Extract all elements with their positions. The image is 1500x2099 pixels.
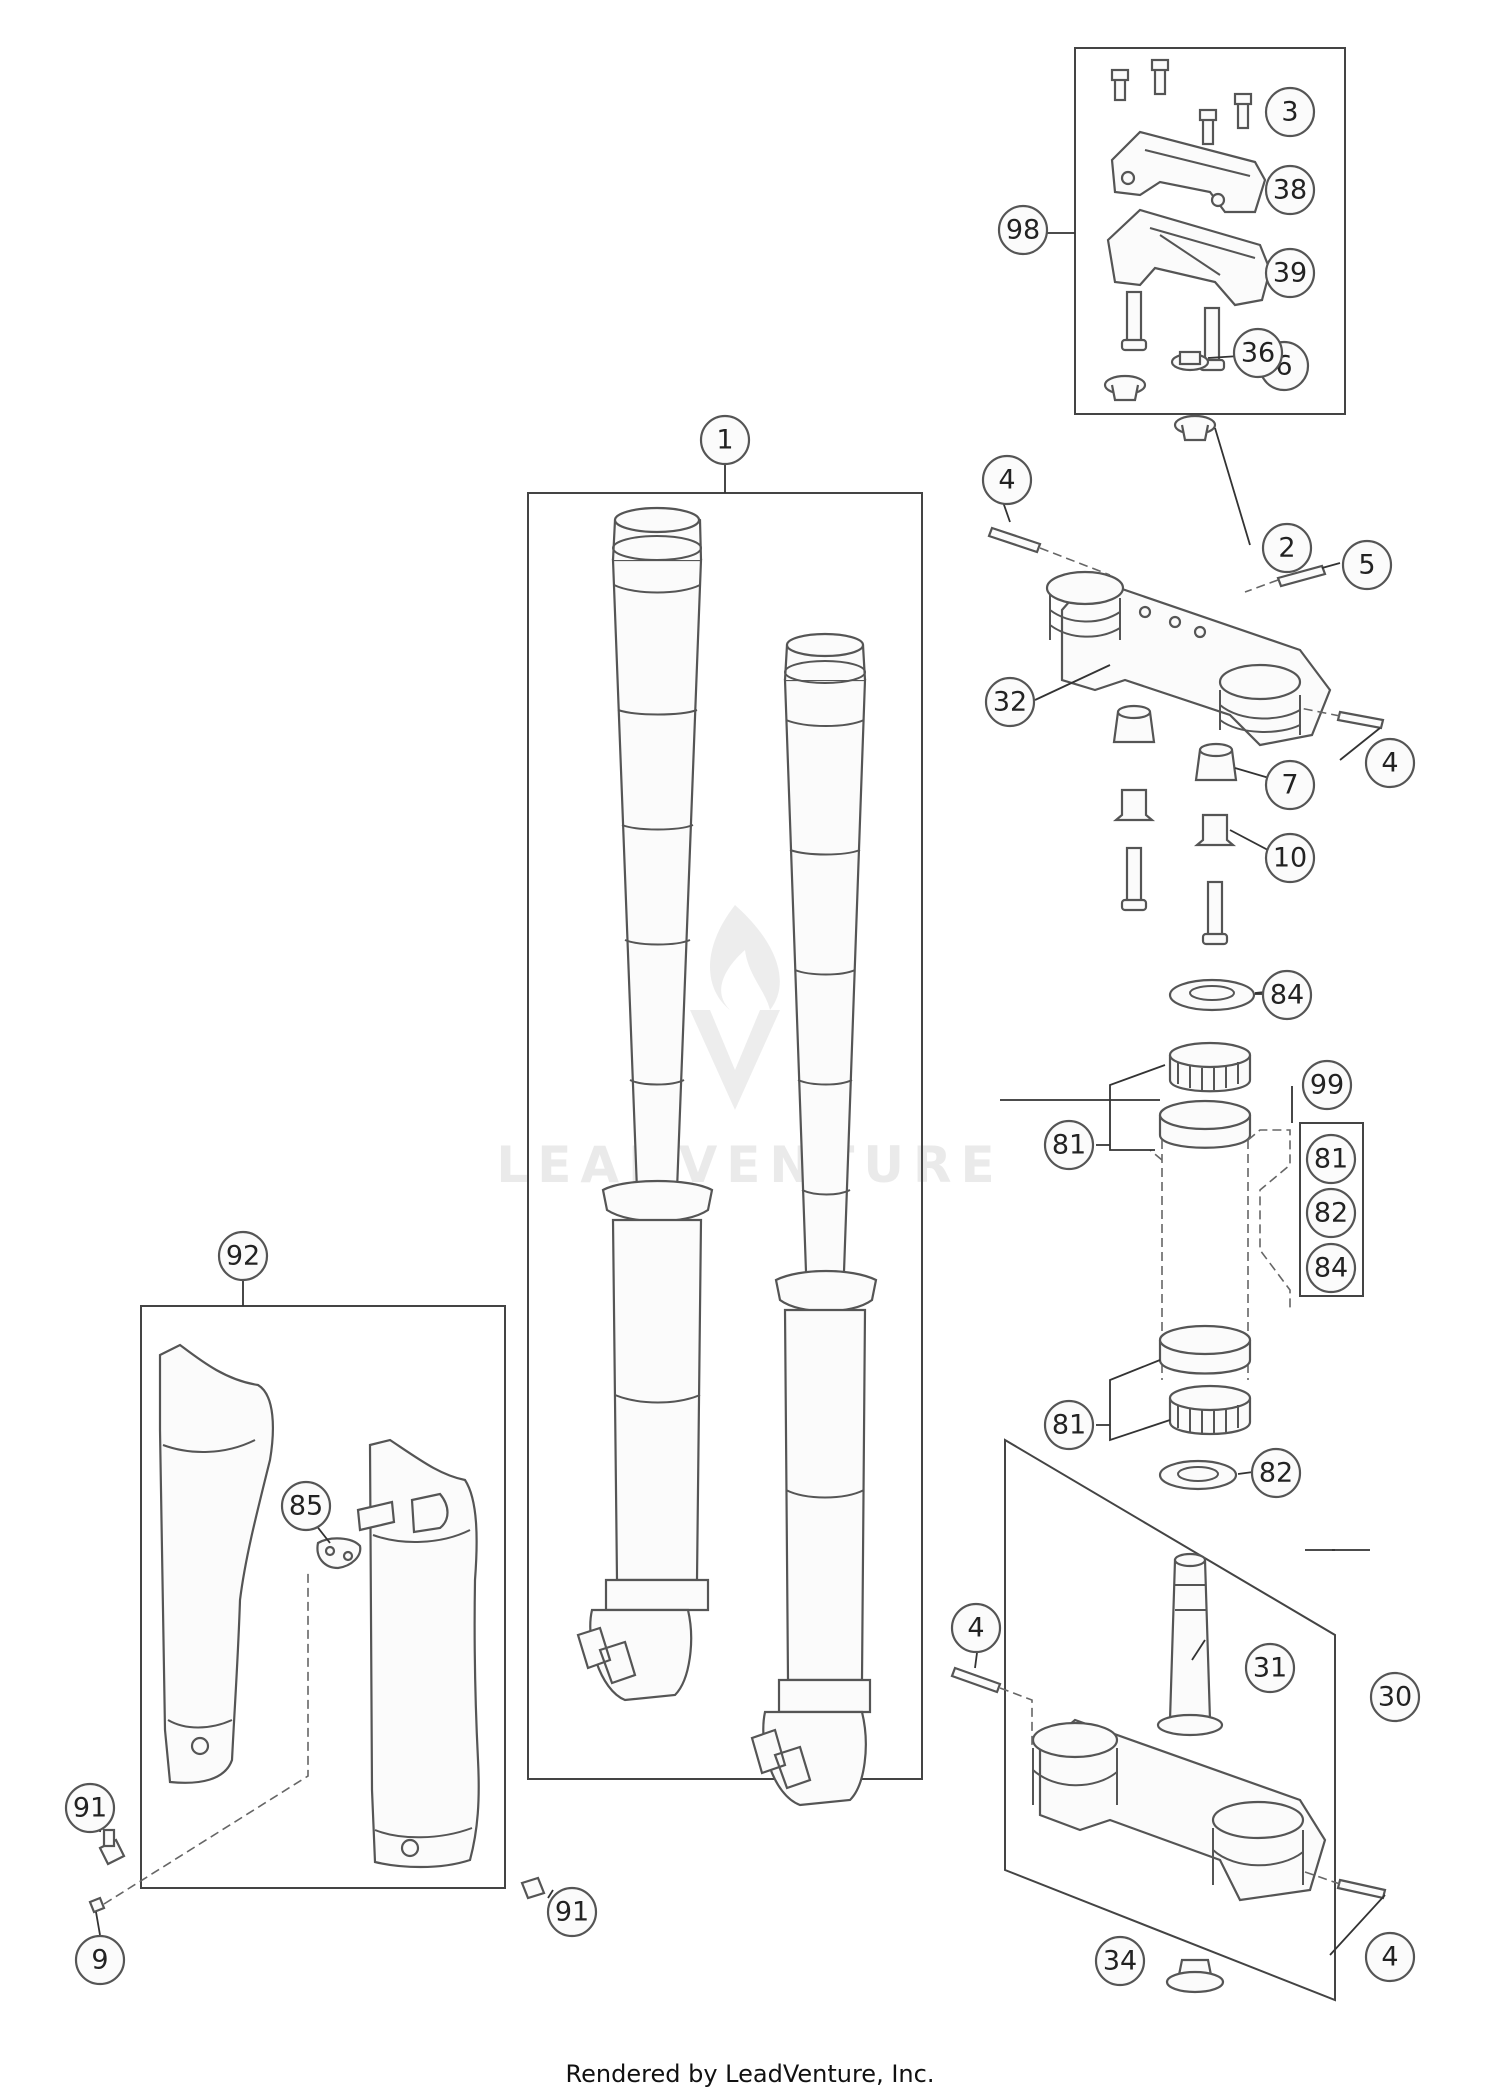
callout-label: 98 <box>1006 215 1040 246</box>
stem-nut <box>1165 1958 1225 1994</box>
callout-label: 34 <box>1103 1946 1137 1977</box>
fork-protector-left <box>158 1343 274 1784</box>
callout-4-lower-left: 4 <box>950 1602 1002 1654</box>
steering-stem <box>1156 1552 1224 1737</box>
callout-38: 38 <box>1264 164 1316 216</box>
callout-92: 92 <box>217 1230 269 1282</box>
callout-30: 30 <box>1369 1671 1421 1723</box>
lower-triple-clamp <box>1031 1718 1327 1902</box>
callout-3: 3 <box>1264 86 1316 138</box>
callout-label: 7 <box>1281 770 1298 801</box>
callout-label: 38 <box>1273 175 1307 206</box>
fork-protector-box <box>140 1305 506 1889</box>
callout-label: 84 <box>1270 980 1304 1011</box>
callout-label: 3 <box>1281 97 1298 128</box>
callout-32: 32 <box>984 676 1036 728</box>
callout-label: 85 <box>289 1491 323 1522</box>
lower-bearing <box>1168 1384 1252 1436</box>
callout-9: 9 <box>74 1934 126 1986</box>
callout-label: 91 <box>73 1793 107 1824</box>
lower-clamp-bolts <box>950 1666 1387 1900</box>
upper-clamp-bolts <box>987 526 1385 730</box>
callout-99: 99 <box>1301 1059 1353 1111</box>
upper-bar-clamp <box>1110 130 1267 214</box>
callout-4-top: 4 <box>981 454 1033 506</box>
callout-label: 91 <box>555 1897 589 1928</box>
callout-label: 84 <box>1314 1253 1348 1284</box>
callout-81-lower: 81 <box>1043 1399 1095 1451</box>
upper-clamp-nuts <box>1103 350 1217 442</box>
callout-label: 81 <box>1314 1144 1348 1175</box>
callout-label: 4 <box>1381 1942 1398 1973</box>
watermark-text: LEADVENTURE <box>496 1136 1003 1194</box>
upper-triple-clamp <box>1045 570 1332 747</box>
callout-label: 5 <box>1358 550 1375 581</box>
callout-4-upper-right: 4 <box>1364 737 1416 789</box>
callout-85: 85 <box>280 1480 332 1532</box>
callout-label: 1 <box>716 425 733 456</box>
callout-label: 4 <box>967 1613 984 1644</box>
watermark-logo: LEADVENTURE <box>496 905 1003 1194</box>
upper-bearing-race <box>1158 1099 1252 1149</box>
callout-label: 30 <box>1378 1682 1412 1713</box>
callout-label: 92 <box>226 1241 260 1272</box>
callout-label: 31 <box>1253 1653 1287 1684</box>
lower-bar-clamp <box>1106 208 1272 307</box>
callout-label: 81 <box>1052 1410 1086 1441</box>
clamp-bolts <box>1120 290 1226 372</box>
dust-seal <box>1168 978 1256 1012</box>
callout-31: 31 <box>1244 1642 1296 1694</box>
callout-91-right: 91 <box>546 1886 598 1938</box>
callout-82: 82 <box>1250 1447 1302 1499</box>
callout-39: 39 <box>1264 247 1316 299</box>
callout-10: 10 <box>1264 832 1316 884</box>
render-credit: Rendered by LeadVenture, Inc. <box>565 2060 935 2088</box>
callout-label: 82 <box>1259 1458 1293 1489</box>
callout-label: 81 <box>1052 1130 1086 1161</box>
callout-label: 9 <box>91 1945 108 1976</box>
callout-98: 98 <box>997 204 1049 256</box>
fork-protector-right <box>356 1438 480 1869</box>
fork-protector-clip <box>316 1537 362 1570</box>
fork-leg-left <box>576 506 714 1702</box>
callout-1: 1 <box>699 414 751 466</box>
callout-label: 4 <box>1381 748 1398 779</box>
callout-81-kit: 81 <box>1305 1133 1357 1185</box>
protector-screws <box>88 1570 546 1914</box>
callout-7: 7 <box>1264 759 1316 811</box>
bearing-kit-box <box>1299 1122 1364 1297</box>
handlebar-clamp-kit-box <box>1074 47 1346 415</box>
callout-label: 10 <box>1273 843 1307 874</box>
callout-36: 36 <box>1232 327 1284 379</box>
lower-seal <box>1158 1459 1238 1491</box>
callout-34: 34 <box>1094 1935 1146 1987</box>
callout-5: 5 <box>1341 539 1393 591</box>
lower-bearing-race <box>1158 1324 1252 1375</box>
callout-label: 4 <box>998 465 1015 496</box>
callout-81-upper: 81 <box>1043 1119 1095 1171</box>
callout-82-kit: 82 <box>1305 1187 1357 1239</box>
callout-2: 2 <box>1261 522 1313 574</box>
callout-label: 39 <box>1273 258 1307 289</box>
callout-label: 82 <box>1314 1198 1348 1229</box>
callout-label: 36 <box>1241 338 1275 369</box>
clamp-screws <box>1110 58 1253 146</box>
callout-label: 99 <box>1310 1070 1344 1101</box>
rubber-bushings <box>1112 704 1238 946</box>
callout-label: 32 <box>993 687 1027 718</box>
callout-91-left: 91 <box>64 1782 116 1834</box>
callout-4-lower-right: 4 <box>1364 1931 1416 1983</box>
callout-84: 84 <box>1261 969 1313 1021</box>
upper-bearing <box>1168 1041 1252 1093</box>
callout-label: 2 <box>1278 533 1295 564</box>
callout-84-kit: 84 <box>1305 1242 1357 1294</box>
lower-triple-clamp-box <box>1004 1438 1336 2002</box>
fork-leg-right <box>750 632 878 1807</box>
